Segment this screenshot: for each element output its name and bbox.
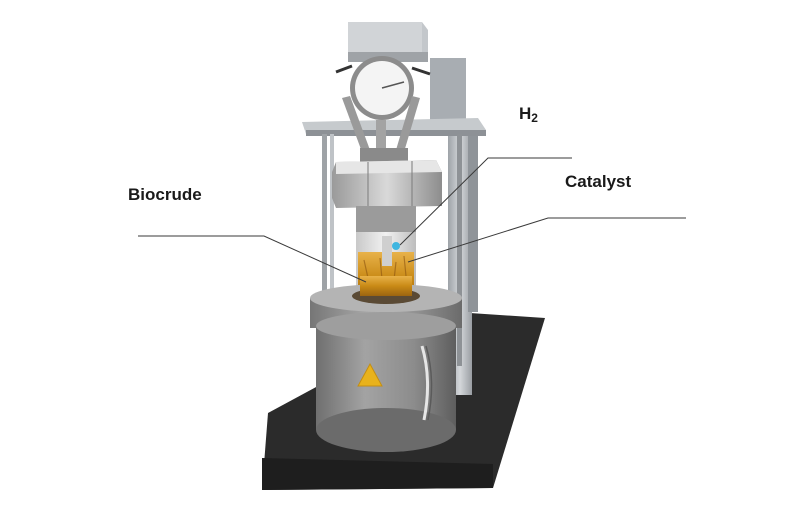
leader-line-catalyst <box>407 217 686 263</box>
leader-line-biocrude <box>138 235 367 283</box>
label-catalyst: Catalyst <box>565 172 632 191</box>
pressure-gauge-icon <box>335 56 431 120</box>
valve-pipes <box>342 96 420 162</box>
heating-jacket <box>316 312 456 452</box>
label-h2: H2 <box>519 104 538 125</box>
furnace-ring <box>310 276 462 328</box>
label-biocrude: Biocrude <box>128 185 202 204</box>
leader-line-h2 <box>399 157 572 246</box>
motor-housing <box>348 22 428 62</box>
reactor-head <box>332 160 442 234</box>
top-platform <box>302 118 486 136</box>
warning-triangle-icon <box>357 362 383 387</box>
catalyst-particle <box>392 242 400 250</box>
frame-back-plate <box>430 58 478 395</box>
leader-lines <box>138 157 686 283</box>
support-rods <box>322 134 462 366</box>
